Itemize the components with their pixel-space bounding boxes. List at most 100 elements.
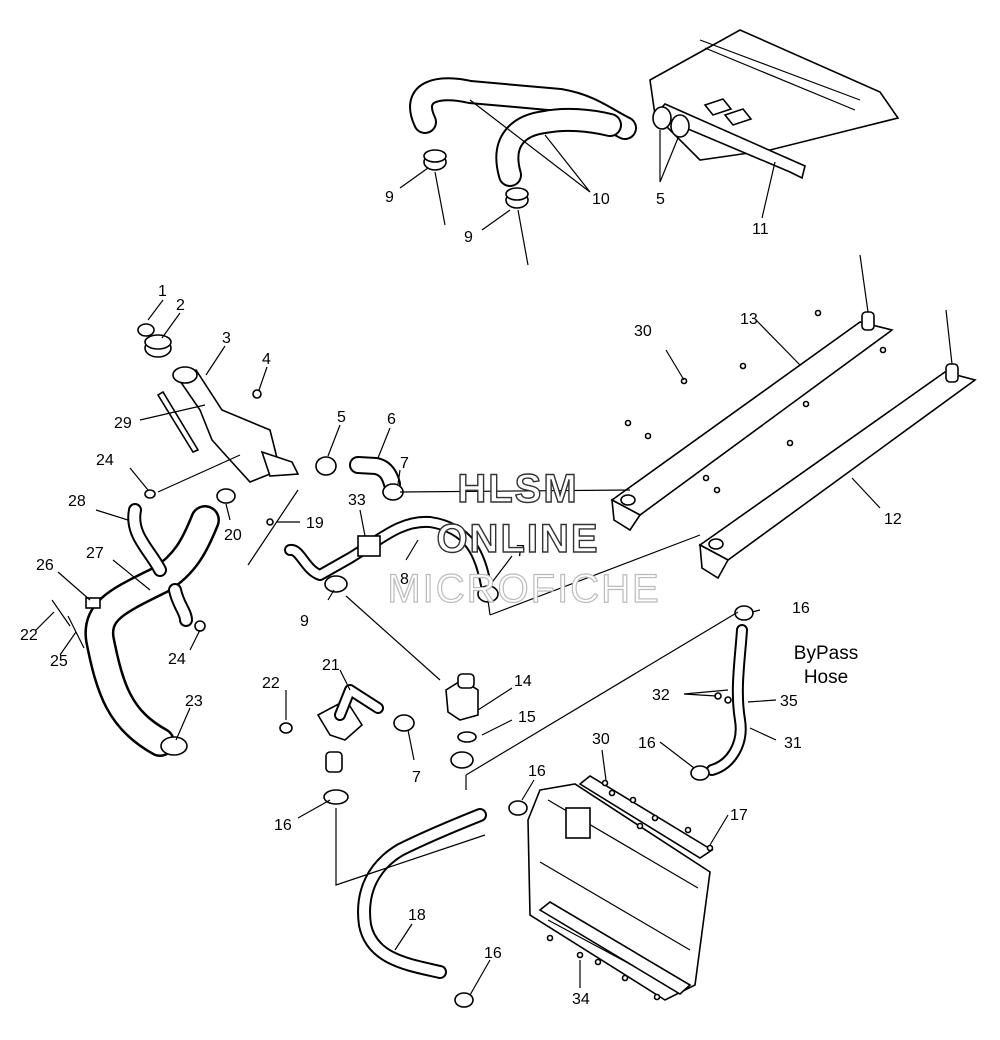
callout-27: 27 [86,545,104,562]
callout-24-b: 24 [168,651,186,668]
callout-6: 6 [387,411,396,428]
callout-29: 29 [114,415,132,432]
part-27-hose [84,505,220,757]
bypass-note-line1: ByPass [794,643,858,664]
part-16-clamp-e [690,765,710,781]
callout-35: 35 [780,693,798,710]
part-7-clamp-c [393,714,415,732]
callout-18: 18 [408,907,426,924]
callout-11: 11 [752,221,769,238]
part-24-plug-b [194,620,206,632]
callout-22-b: 22 [262,675,280,692]
callout-10: 10 [592,191,610,208]
part-18-hose [357,808,487,979]
part-24-plug-a [144,489,156,499]
part-20-clamp [216,488,236,504]
bypass-hose-note: ByPass Hose [794,643,858,688]
callout-26: 26 [36,557,54,574]
callout-13: 13 [740,311,758,328]
part-3-filler-neck [172,366,300,483]
part-6-elbow [349,456,401,493]
part-21-fitting [316,684,384,773]
part-14-housing [445,673,479,721]
callout-16-d: 16 [274,817,292,834]
callout-4: 4 [262,351,271,368]
bypass-note-line2: Hose [804,667,848,688]
callout-23: 23 [185,693,203,710]
callout-20: 20 [224,527,242,544]
leader-lines [35,99,953,996]
callout-9-c: 9 [300,613,309,630]
callout-5-mid: 5 [337,409,346,426]
part-5-clamp-a [652,106,690,138]
part-13-rail [610,311,894,532]
part-30-screws [624,309,887,494]
part-34-screws [546,779,714,1001]
part-5-clamp-b [315,456,337,476]
callout-9-b: 9 [464,229,473,246]
part-16-clamp-c [454,992,474,1008]
callout-3: 3 [222,330,231,347]
callout-22-a: 22 [20,627,38,644]
callout-31: 31 [784,735,802,752]
watermark-line2: ONLINE [436,517,599,561]
part-17-radiator [527,775,714,1001]
callout-7-a: 7 [400,455,409,472]
callout-16-b: 16 [638,735,656,752]
callout-2: 2 [176,297,185,314]
callout-12: 12 [884,511,902,528]
callout-15: 15 [518,709,536,726]
callout-16-a: 16 [792,600,810,617]
callout-30-b: 30 [592,731,610,748]
part-29-rod [156,390,200,453]
callout-19: 19 [306,515,324,532]
part-26-clip [85,597,101,609]
part-16-clamp-b [508,800,528,816]
callout-9-a: 9 [385,189,394,206]
part-9-clamp-b [505,187,529,209]
callout-labels: 1 2 3 4 5 5 6 7 7 7 8 9 9 9 10 11 12 13 … [20,189,902,1008]
part-23-clamp [160,736,188,756]
callout-5-top: 5 [656,191,665,208]
part-12-rail [698,363,977,580]
watermark: HLSM ONLINE MICROFICHE [387,466,660,611]
part-19-pin [247,489,299,566]
part-10-upper-hoses [409,77,637,187]
part-11-cover-panel [649,29,900,180]
callout-34: 34 [572,991,590,1008]
part-2-cap [144,334,172,358]
part-9-clamp-c [324,575,348,593]
callout-8: 8 [400,571,409,588]
callout-30-a: 30 [634,323,652,340]
callout-16-e: 16 [484,945,502,962]
part-31-bypass-hose [706,624,748,776]
callout-1: 1 [158,283,167,300]
callout-21: 21 [322,657,340,674]
part-22-pin [51,599,71,627]
part-32-ties [714,692,732,704]
callout-24-a: 24 [96,452,114,469]
callout-7-c: 7 [412,769,421,786]
part-15-oring [457,731,477,743]
callout-25: 25 [50,653,68,670]
part-4-nut [252,389,262,399]
callout-16-c: 16 [528,763,546,780]
watermark-line3: MICROFICHE [387,567,660,611]
part-22-clip [279,722,293,734]
callout-14: 14 [514,673,532,690]
part-1-seal [137,323,155,337]
callout-7-b: 7 [516,543,525,560]
part-8-hose [284,515,492,591]
callout-33: 33 [348,492,366,509]
part-33-bracket [357,535,381,557]
watermark-line1: HLSM [457,467,578,511]
part-thermostat [450,751,474,769]
callout-28: 28 [68,493,86,510]
callout-17: 17 [730,807,748,824]
part-16-clamp-d [734,605,754,621]
callout-32: 32 [652,687,670,704]
part-28-hose [127,503,193,627]
part-9-clamp-a [423,149,447,171]
